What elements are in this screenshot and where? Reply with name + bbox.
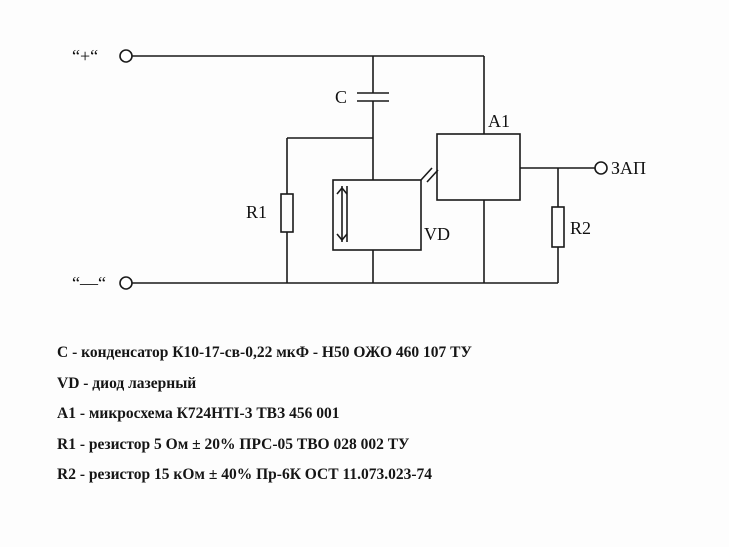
schematic: “+“ “—“ ЗАП C A1 R1 R2 VD (72, 46, 646, 293)
label-plus: “+“ (72, 46, 98, 66)
component-legend: C - конденсатор К10-17-св-0,22 мкФ - Н50… (57, 338, 472, 491)
resistor-r1 (280, 193, 294, 233)
legend-item-vd: VD - диод лазерный (57, 374, 197, 392)
label-output: ЗАП (611, 158, 646, 178)
legend-item-r1: R1 - резистор 5 Ом ± 20% ПРС-05 ТВО 028 … (57, 435, 410, 453)
legend-item-c: C - конденсатор К10-17-св-0,22 мкФ - Н50… (57, 344, 472, 361)
label-vd: VD (424, 224, 450, 244)
label-a1: A1 (488, 111, 510, 131)
terminal-plus (119, 49, 133, 63)
laser-diode-vd (332, 179, 422, 251)
label-r1: R1 (246, 202, 267, 222)
terminal-minus (119, 276, 133, 290)
ic-a1 (436, 133, 521, 201)
label-r2: R2 (570, 218, 591, 238)
label-minus: “—“ (72, 273, 106, 293)
legend-item-a1: A1 - микросхема К724НТI-3 ТВЗ 456 001 (57, 405, 340, 422)
terminal-output (594, 161, 608, 175)
label-c: C (335, 87, 347, 107)
resistor-r2 (551, 206, 565, 248)
legend-item-r2: R2 - резистор 15 кОм ± 40% Пр-6К ОСТ 11.… (57, 466, 433, 483)
